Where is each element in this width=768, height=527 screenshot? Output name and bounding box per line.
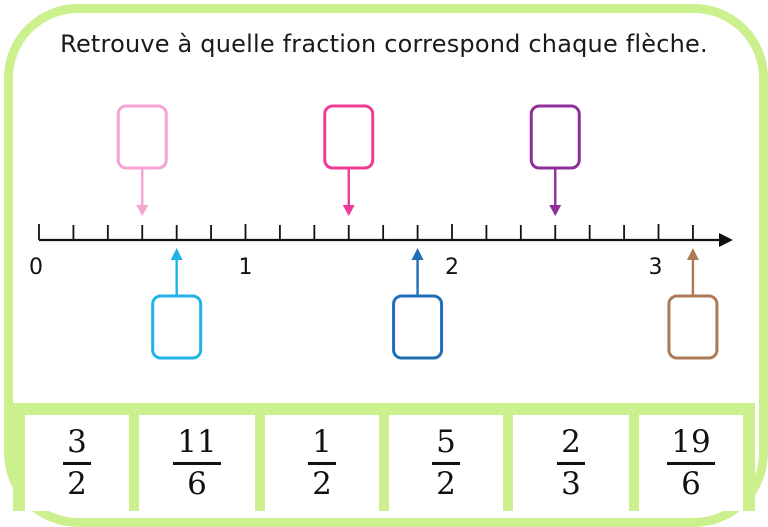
numerator: 1 <box>312 423 332 460</box>
denominator: 2 <box>67 465 87 502</box>
arrow-head <box>170 248 183 260</box>
tick-label: 1 <box>239 255 253 280</box>
denominator: 6 <box>187 465 207 502</box>
tick-label: 3 <box>649 255 663 280</box>
fraction-bar <box>432 461 460 465</box>
fraction: 3 2 <box>63 423 91 502</box>
denominator: 2 <box>436 465 456 502</box>
instruction-title: Retrouve à quelle fraction correspond ch… <box>60 30 708 58</box>
arrow-head <box>411 248 424 260</box>
answer-card-6[interactable]: 19 6 <box>639 415 743 511</box>
fraction: 11 6 <box>173 423 221 502</box>
fraction-bar <box>667 461 715 465</box>
fraction: 1 2 <box>308 423 336 502</box>
fraction-bar <box>308 461 336 465</box>
answer-strip: 3 2 11 6 1 2 5 2 2 3 19 <box>13 403 755 511</box>
numerator: 2 <box>561 423 581 460</box>
arrow-purple <box>529 104 581 216</box>
answer-box <box>116 104 168 170</box>
answer-card-1[interactable]: 3 2 <box>25 415 129 511</box>
number-line-diagram: 0 1 2 3 <box>29 104 733 360</box>
denominator: 3 <box>561 465 581 502</box>
numerator: 3 <box>67 423 87 460</box>
arrow-head <box>136 205 149 216</box>
answer-box <box>529 104 581 170</box>
arrow-head <box>342 205 355 216</box>
numerator: 5 <box>436 423 456 460</box>
numerator: 19 <box>671 423 711 460</box>
answer-box <box>667 294 719 360</box>
answer-card-5[interactable]: 2 3 <box>513 415 629 511</box>
arrow-dark-blue <box>392 248 444 360</box>
tick-label: 0 <box>29 255 43 280</box>
tick-label: 2 <box>445 255 459 280</box>
fraction: 5 2 <box>432 423 460 502</box>
arrow-magenta <box>323 104 375 216</box>
arrow-brown <box>667 248 719 360</box>
arrow-head <box>686 248 699 260</box>
arrow-head <box>549 205 562 216</box>
answer-box <box>323 104 375 170</box>
fraction: 19 6 <box>667 423 715 502</box>
fraction: 2 3 <box>557 423 585 502</box>
fraction-bar <box>173 461 221 465</box>
answer-card-3[interactable]: 1 2 <box>265 415 379 511</box>
arrow-light-pink <box>116 104 168 216</box>
denominator: 2 <box>312 465 332 502</box>
fraction-bar <box>557 461 585 465</box>
arrow-markers <box>116 104 719 360</box>
answer-card-2[interactable]: 11 6 <box>139 415 255 511</box>
answer-box <box>151 294 203 360</box>
axis-arrowhead <box>719 233 733 247</box>
answer-card-4[interactable]: 5 2 <box>389 415 503 511</box>
answer-box <box>392 294 444 360</box>
numerator: 11 <box>177 423 217 460</box>
fraction-bar <box>63 461 91 465</box>
denominator: 6 <box>681 465 701 502</box>
arrow-light-blue <box>151 248 203 360</box>
number-line: 0 1 2 3 <box>29 224 733 280</box>
